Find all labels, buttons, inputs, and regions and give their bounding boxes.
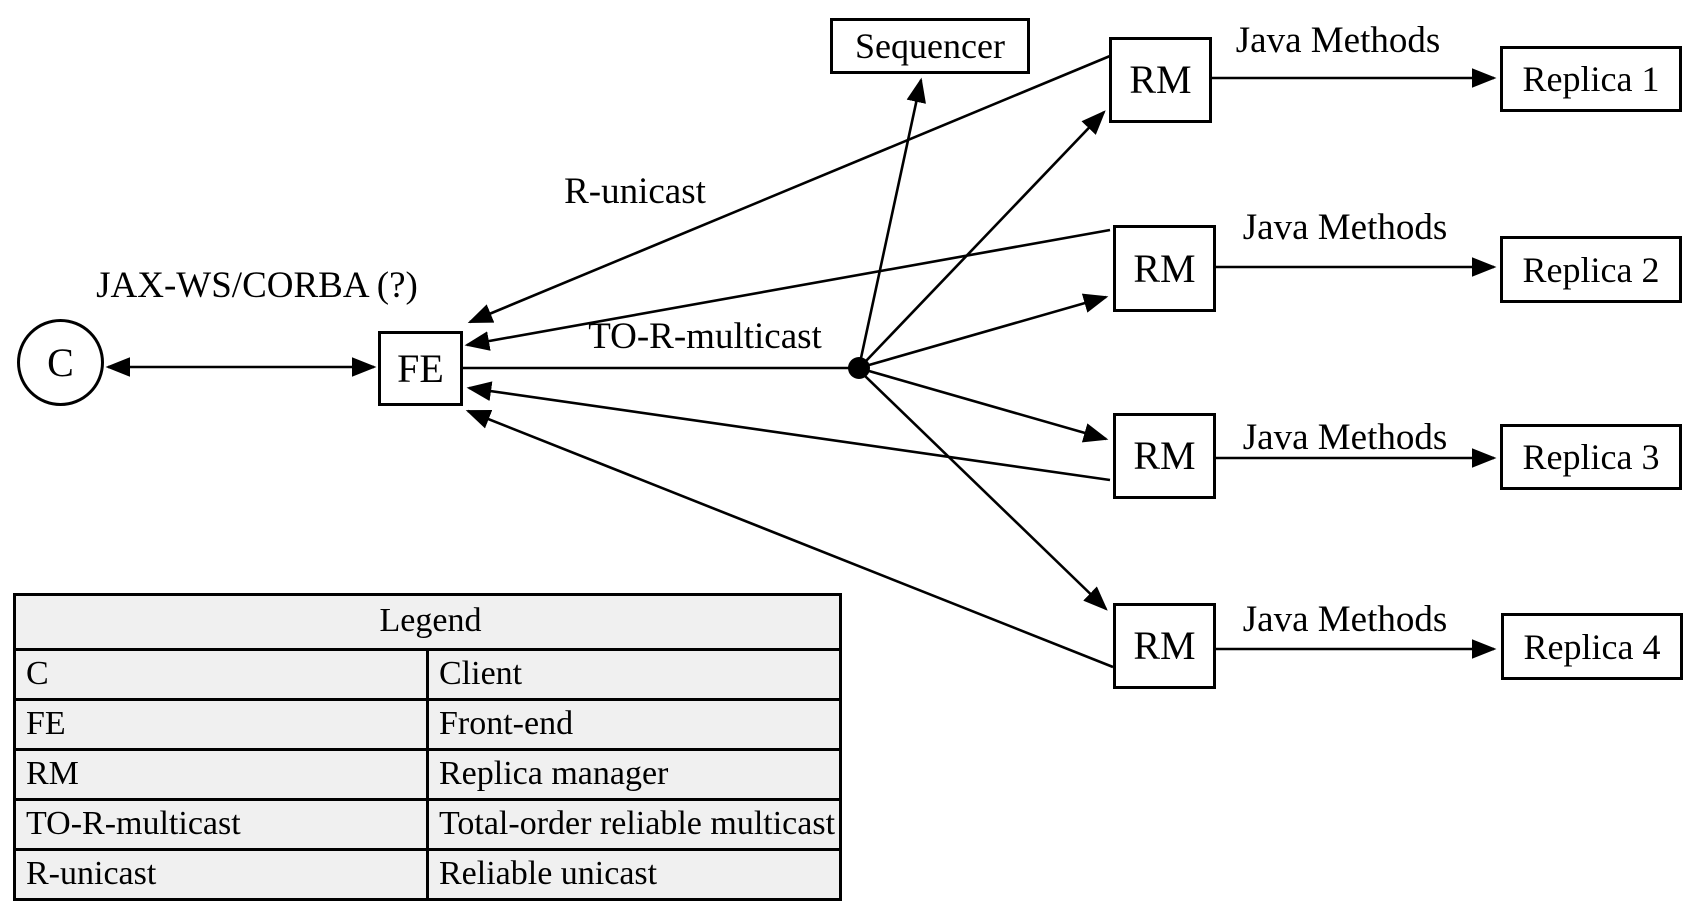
java-methods-label-1: Java Methods xyxy=(1235,20,1441,61)
rm1-node: RM xyxy=(1109,37,1212,123)
legend-key: R-unicast xyxy=(13,848,429,901)
edge-rm1-fe xyxy=(467,54,1111,324)
legend-title: Legend xyxy=(13,593,842,651)
edge-multicast-rm3 xyxy=(868,369,1109,443)
legend-value: Replica manager xyxy=(426,748,842,801)
rm4-label: RM xyxy=(1133,623,1196,668)
java-methods-label-2: Java Methods xyxy=(1242,207,1448,248)
rm3-node: RM xyxy=(1113,413,1216,499)
legend-row-to-r-multicast: TO-R-multicast Total-order reliable mult… xyxy=(13,798,842,851)
replica3-node: Replica 3 xyxy=(1500,424,1682,490)
legend-row-client: C Client xyxy=(13,648,842,701)
edge-rm3-fe xyxy=(466,381,1111,482)
to-r-multicast-label: TO-R-multicast xyxy=(588,316,822,357)
legend-value: Front-end xyxy=(426,698,842,751)
java-methods-label-3: Java Methods xyxy=(1242,417,1448,458)
legend-key: C xyxy=(13,648,429,701)
edge-multicast-rm4 xyxy=(864,375,1108,611)
sequencer-label: Sequencer xyxy=(855,26,1005,66)
edge-multicast-rm1 xyxy=(865,110,1106,362)
legend-key: TO-R-multicast xyxy=(13,798,429,851)
r-unicast-label: R-unicast xyxy=(564,171,706,212)
rm3-label: RM xyxy=(1133,433,1196,478)
rm2-label: RM xyxy=(1133,245,1196,291)
edge-multicast-rm2 xyxy=(868,293,1109,367)
edge-multicast-sequencer xyxy=(859,77,926,359)
replica4-label: Replica 4 xyxy=(1523,626,1661,667)
legend-table: Legend C Client FE Front-end RM Replica … xyxy=(13,593,842,901)
rm1-label: RM xyxy=(1129,57,1192,102)
sequencer-node: Sequencer xyxy=(830,18,1030,74)
java-methods-label-4: Java Methods xyxy=(1242,599,1448,640)
replica4-node: Replica 4 xyxy=(1501,613,1683,680)
replica1-node: Replica 1 xyxy=(1500,46,1682,112)
legend-key: FE xyxy=(13,698,429,751)
legend-value: Total-order reliable multicast xyxy=(426,798,842,851)
client-node: C xyxy=(17,319,104,406)
replica2-node: Replica 2 xyxy=(1500,236,1682,303)
client-label: C xyxy=(47,339,74,385)
rm4-node: RM xyxy=(1113,603,1216,689)
front-end-node: FE xyxy=(378,331,463,406)
replica3-label: Replica 3 xyxy=(1522,437,1660,477)
legend-value: Reliable unicast xyxy=(426,848,842,901)
replica2-label: Replica 2 xyxy=(1522,249,1660,290)
jaxws-corba-label: JAX-WS/CORBA (?) xyxy=(96,265,418,306)
replica1-label: Replica 1 xyxy=(1522,59,1660,99)
edge-rm2-fe xyxy=(464,228,1111,351)
legend-key: RM xyxy=(13,748,429,801)
rm2-node: RM xyxy=(1113,225,1216,312)
legend-row-front-end: FE Front-end xyxy=(13,698,842,751)
legend-row-rm: RM Replica manager xyxy=(13,748,842,801)
legend-header-row: Legend xyxy=(13,593,842,651)
front-end-label: FE xyxy=(397,345,444,391)
legend-row-r-unicast: R-unicast Reliable unicast xyxy=(13,848,842,901)
multicast-dot xyxy=(848,357,870,379)
legend-value: Client xyxy=(426,648,842,701)
edge-rm4-fe xyxy=(465,409,1114,669)
